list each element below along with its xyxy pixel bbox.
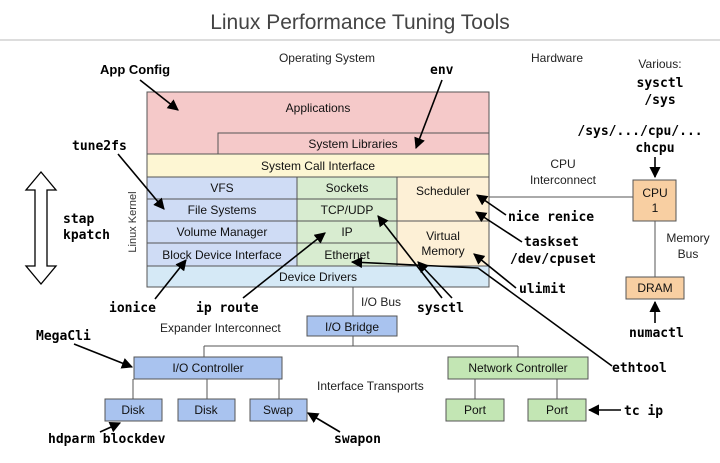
sockets-label: Sockets (326, 181, 369, 195)
tcp-udp-label: TCP/UDP (321, 203, 374, 217)
network-controller-label: Network Controller (468, 361, 567, 375)
memory-bus-label-2: Bus (678, 247, 699, 261)
tool-chcpu: chcpu (635, 141, 674, 156)
swap-box (249, 398, 308, 422)
disk-2-box (177, 398, 236, 422)
arrow-ulimit (473, 253, 517, 289)
tool-nice-renice: nice renice (508, 210, 594, 225)
io-bridge-box (306, 315, 398, 337)
io-bus-label: I/O Bus (361, 295, 401, 309)
tool-app-config: App Config (100, 62, 170, 77)
diagram-title: Linux Performance Tuning Tools (210, 11, 510, 34)
tool-ethtool: ethtool (612, 361, 667, 376)
arrow-megacli (73, 343, 134, 369)
tool-dev-cpuset: /dev/cpuset (510, 252, 596, 267)
tool-taskset: taskset (524, 235, 579, 250)
arrow-sysctl-vm (417, 261, 453, 299)
expander-interconnect-label: Expander Interconnect (160, 321, 281, 335)
port-2-box (527, 398, 587, 422)
tool-sysctl-1: sysctl (637, 76, 684, 91)
vfs-label: VFS (210, 181, 233, 195)
interface-transports-label: Interface Transports (317, 379, 424, 393)
tool-megacli: MegaCli (36, 329, 91, 344)
scheduler-box (396, 176, 490, 222)
tool-ionice: ionice (109, 301, 156, 316)
volume-manager-label: Volume Manager (177, 225, 268, 239)
kernel-span-arrow-icon (24, 170, 58, 286)
tool-various: Various: (638, 57, 681, 71)
io-controller-label: I/O Controller (172, 361, 243, 375)
virtual-memory-label-1: Virtual (426, 229, 460, 243)
arrow-sysctl-tcp (377, 215, 443, 299)
arrow-app-config (139, 79, 179, 111)
arrow-ip-route (242, 232, 326, 299)
ip-label: IP (341, 225, 352, 239)
tool-ip-route: ip route (196, 301, 259, 316)
disk-1-label: Disk (121, 403, 145, 417)
tool-tc-ip: tc ip (624, 404, 663, 419)
applications-label: Applications (286, 101, 351, 115)
system-call-interface-label: System Call Interface (261, 159, 375, 173)
io-controller-box (133, 356, 283, 380)
cpu-interconnect-label-1: CPU (550, 157, 575, 171)
tool-tune2fs: tune2fs (72, 139, 127, 154)
label-operating-system: Operating System (279, 51, 375, 65)
memory-bus-label-1: Memory (666, 231, 709, 245)
tool-stap: stap (63, 212, 94, 227)
port-1-label: Port (464, 403, 487, 417)
label-hardware: Hardware (531, 51, 583, 65)
port-2-label: Port (546, 403, 569, 417)
cpu-interconnect-label-2: Interconnect (530, 173, 597, 187)
disk-1-box (104, 398, 163, 422)
arrow-hdparm (99, 422, 122, 433)
tool-sysctl: sysctl (417, 301, 464, 316)
arrow-ethtool (350, 256, 613, 367)
dram-label: DRAM (637, 281, 672, 295)
linux-kernel-label: Linux Kernel (127, 191, 139, 252)
device-drivers-label: Device Drivers (279, 270, 357, 284)
arrow-tune2fs (117, 153, 165, 210)
virtual-memory-label-2: Memory (421, 244, 464, 258)
tool-hdparm-blockdev: hdparm blockdev (48, 432, 166, 447)
network-controller-box (447, 356, 589, 380)
dram-box (625, 276, 685, 300)
tool-numactl: numactl (629, 326, 684, 341)
arrow-env (414, 79, 443, 150)
tool-ulimit: ulimit (519, 282, 566, 297)
arrow-swapon (307, 412, 341, 433)
swap-label: Swap (263, 403, 293, 417)
arrow-nice-renice (476, 194, 507, 216)
cpu-box (632, 179, 677, 222)
tool-swapon: swapon (334, 432, 381, 447)
arrow-ionice (154, 259, 187, 300)
tool-sys-cpu: /sys/.../cpu/... (577, 124, 702, 139)
block-device-interface-label: Block Device Interface (162, 248, 282, 262)
tool-sys-1: /sys (644, 93, 675, 108)
cpu-label-2: 1 (652, 201, 659, 215)
tool-env: env (430, 63, 454, 78)
scheduler-label: Scheduler (416, 184, 470, 198)
port-1-box (445, 398, 505, 422)
system-libraries-label: System Libraries (308, 137, 397, 151)
ethernet-label: Ethernet (324, 248, 370, 262)
io-bridge-label: I/O Bridge (325, 320, 379, 334)
cpu-label-1: CPU (642, 186, 667, 200)
arrow-taskset (475, 211, 523, 243)
file-systems-label: File Systems (188, 203, 257, 217)
tool-kpatch: kpatch (63, 228, 110, 243)
disk-2-label: Disk (194, 403, 218, 417)
